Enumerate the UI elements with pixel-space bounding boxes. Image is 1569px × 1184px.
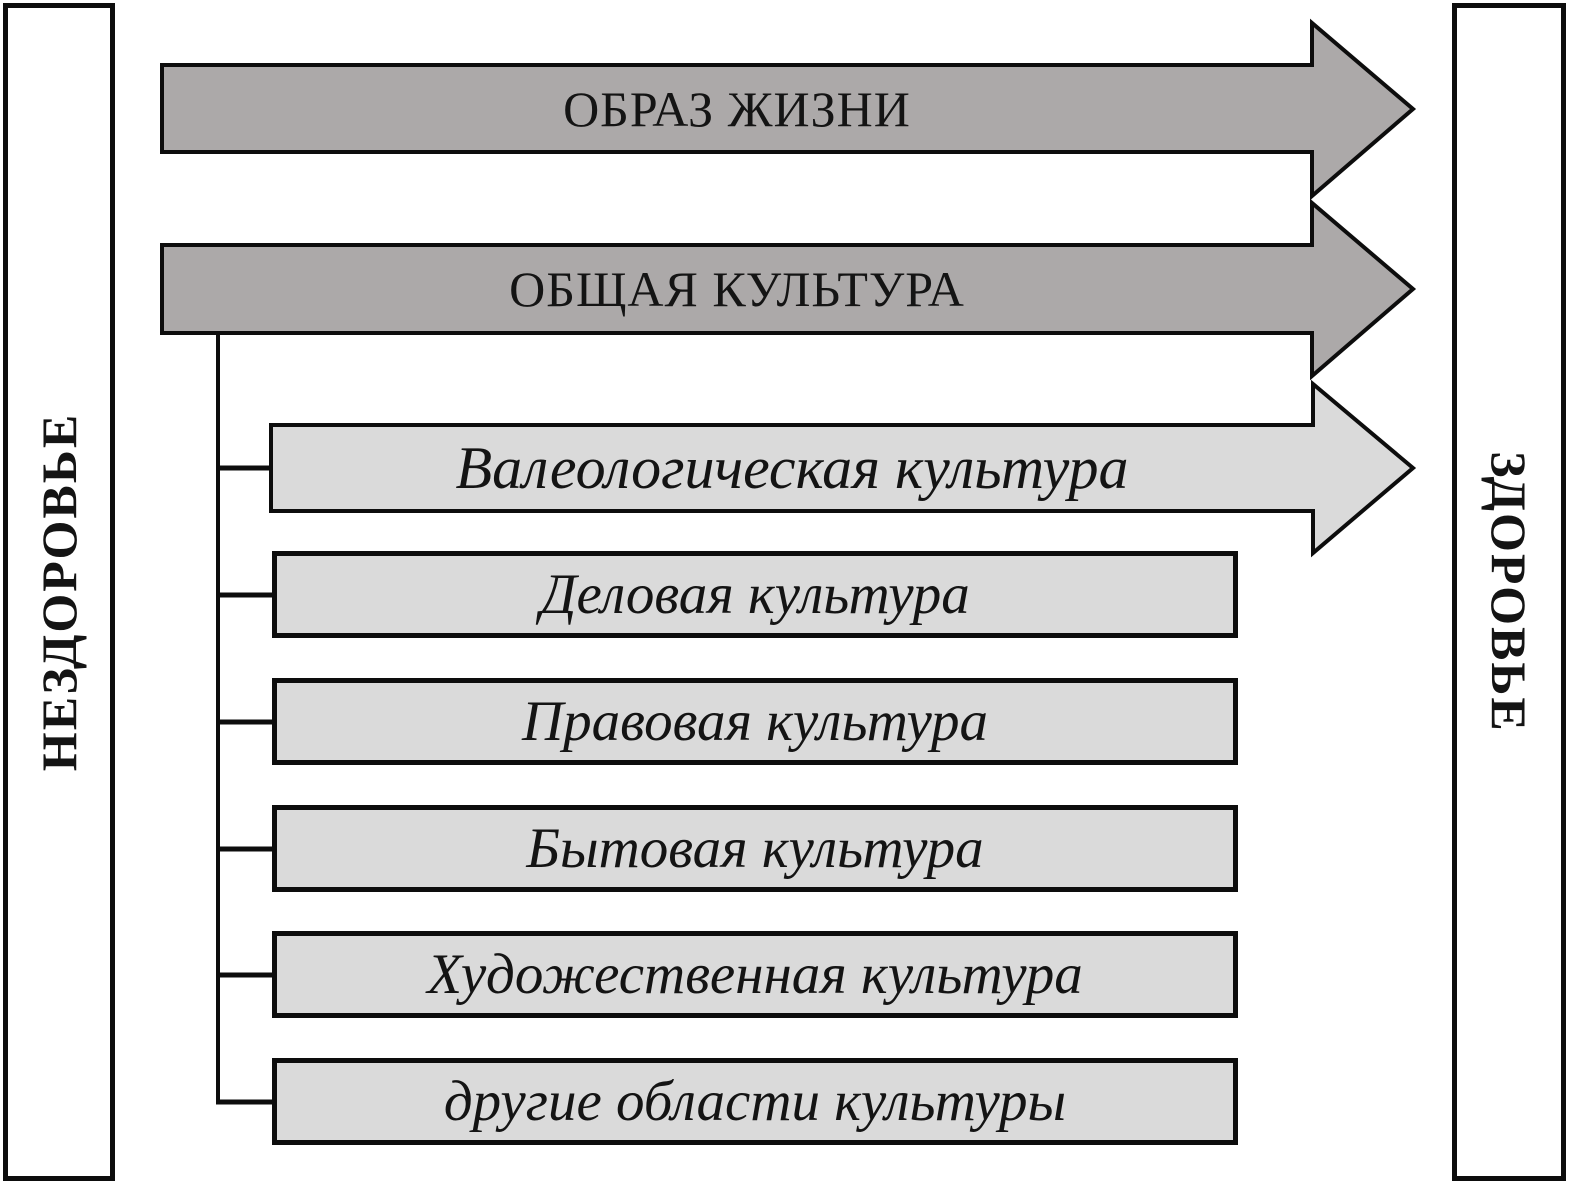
unhealth-label: НЕЗДОРОВЬЕ — [31, 412, 88, 772]
valeological-arrow-shape — [269, 379, 1417, 558]
other-culture-label: другие области культуры — [443, 1070, 1067, 1133]
everyday-culture-label: Бытовая культура — [526, 817, 984, 880]
other-culture-box: другие области культуры — [272, 1058, 1238, 1145]
unhealth-side-box: НЕЗДОРОВЬЕ — [3, 3, 115, 1181]
artistic-culture-label: Художественная культура — [427, 943, 1083, 1006]
lifestyle-arrow-shape — [160, 18, 1417, 201]
legal-culture-label: Правовая культура — [521, 690, 989, 753]
business-culture-box: Деловая культура — [272, 551, 1238, 638]
health-label: ЗДОРОВЬЕ — [1481, 451, 1537, 733]
valeological-arrow-label: Валеологическая культура — [455, 434, 1129, 501]
lifestyle-arrow-label: ОБРАЗ ЖИЗНИ — [563, 80, 911, 137]
general-culture-arrow-label: ОБЩАЯ КУЛЬТУРА — [509, 261, 965, 317]
artistic-culture-box: Художественная культура — [272, 931, 1238, 1018]
everyday-culture-box: Бытовая культура — [272, 805, 1238, 892]
general-culture-arrow-shape — [160, 198, 1417, 381]
business-culture-label: Деловая культура — [540, 563, 970, 626]
legal-culture-box: Правовая культура — [272, 678, 1238, 765]
health-side-box: ЗДОРОВЬЕ — [1452, 3, 1566, 1181]
